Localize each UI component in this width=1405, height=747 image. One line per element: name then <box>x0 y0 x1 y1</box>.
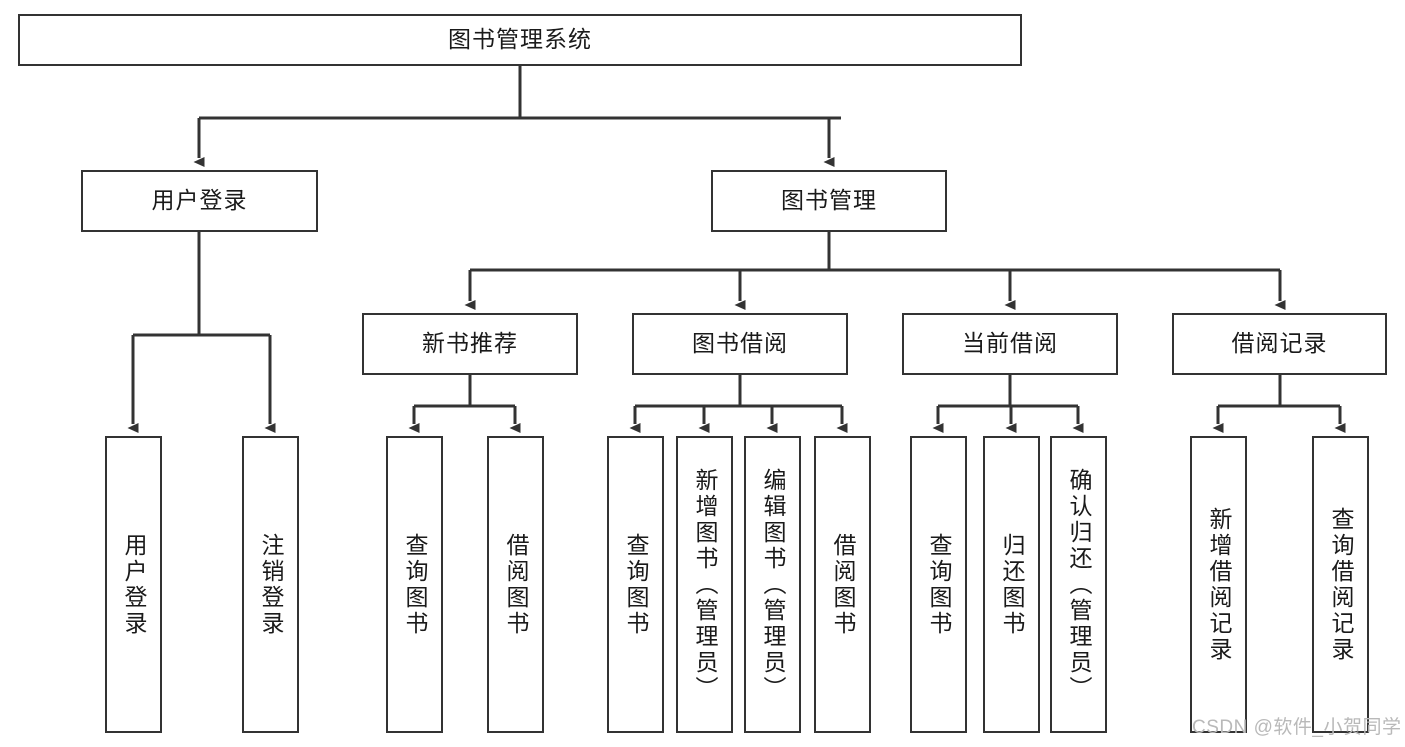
leaf-query-borrow-record[interactable]: 查询借阅记录 <box>1312 436 1369 733</box>
leaf-confirm-return[interactable]: 确认归还（管理员） <box>1050 436 1107 733</box>
leaf-user-login[interactable]: 用户登录 <box>105 436 162 733</box>
node-new-book-recommend[interactable]: 新书推荐 <box>362 313 578 375</box>
leaf-borrow-book[interactable]: 借阅图书 <box>814 436 871 733</box>
node-book-borrow[interactable]: 图书借阅 <box>632 313 848 375</box>
leaf-query-book-recommend-label: 查询图书 <box>402 532 428 637</box>
leaf-logout[interactable]: 注销登录 <box>242 436 299 733</box>
leaf-borrow-book-label: 借阅图书 <box>830 532 856 637</box>
node-root[interactable]: 图书管理系统 <box>18 14 1022 66</box>
node-book-manage-label: 图书管理 <box>781 187 877 214</box>
leaf-query-book-borrow[interactable]: 查询图书 <box>607 436 664 733</box>
node-borrow-record[interactable]: 借阅记录 <box>1172 313 1387 375</box>
leaf-edit-book-label: 编辑图书（管理员） <box>760 467 786 702</box>
leaf-query-borrow-record-label: 查询借阅记录 <box>1328 506 1354 663</box>
node-user-login-label: 用户登录 <box>151 187 248 214</box>
leaf-add-borrow-record[interactable]: 新增借阅记录 <box>1190 436 1247 733</box>
leaf-return-book-label: 归还图书 <box>999 532 1025 637</box>
leaf-query-book-recommend[interactable]: 查询图书 <box>386 436 443 733</box>
node-book-borrow-label: 图书借阅 <box>692 330 788 357</box>
node-root-label: 图书管理系统 <box>448 26 592 53</box>
leaf-return-book[interactable]: 归还图书 <box>983 436 1040 733</box>
leaf-user-login-label: 用户登录 <box>121 532 147 637</box>
leaf-logout-label: 注销登录 <box>258 532 284 637</box>
node-borrow-record-label: 借阅记录 <box>1231 330 1328 357</box>
csdn-watermark: CSDN @软件_小贺同学 <box>1192 717 1402 738</box>
node-new-book-recommend-label: 新书推荐 <box>422 330 518 357</box>
node-user-login[interactable]: 用户登录 <box>81 170 318 232</box>
node-book-manage[interactable]: 图书管理 <box>711 170 947 232</box>
leaf-borrow-book-recommend-label: 借阅图书 <box>503 532 529 637</box>
leaf-add-book-label: 新增图书（管理员） <box>692 467 718 702</box>
leaf-query-book-current[interactable]: 查询图书 <box>910 436 967 733</box>
leaf-confirm-return-label: 确认归还（管理员） <box>1066 467 1092 702</box>
leaf-borrow-book-recommend[interactable]: 借阅图书 <box>487 436 544 733</box>
node-current-borrow[interactable]: 当前借阅 <box>902 313 1118 375</box>
leaf-add-book[interactable]: 新增图书（管理员） <box>676 436 733 733</box>
leaf-edit-book[interactable]: 编辑图书（管理员） <box>744 436 801 733</box>
leaf-add-borrow-record-label: 新增借阅记录 <box>1206 506 1232 663</box>
node-current-borrow-label: 当前借阅 <box>962 330 1058 357</box>
leaf-query-book-borrow-label: 查询图书 <box>623 532 649 637</box>
leaf-query-book-current-label: 查询图书 <box>926 532 952 637</box>
